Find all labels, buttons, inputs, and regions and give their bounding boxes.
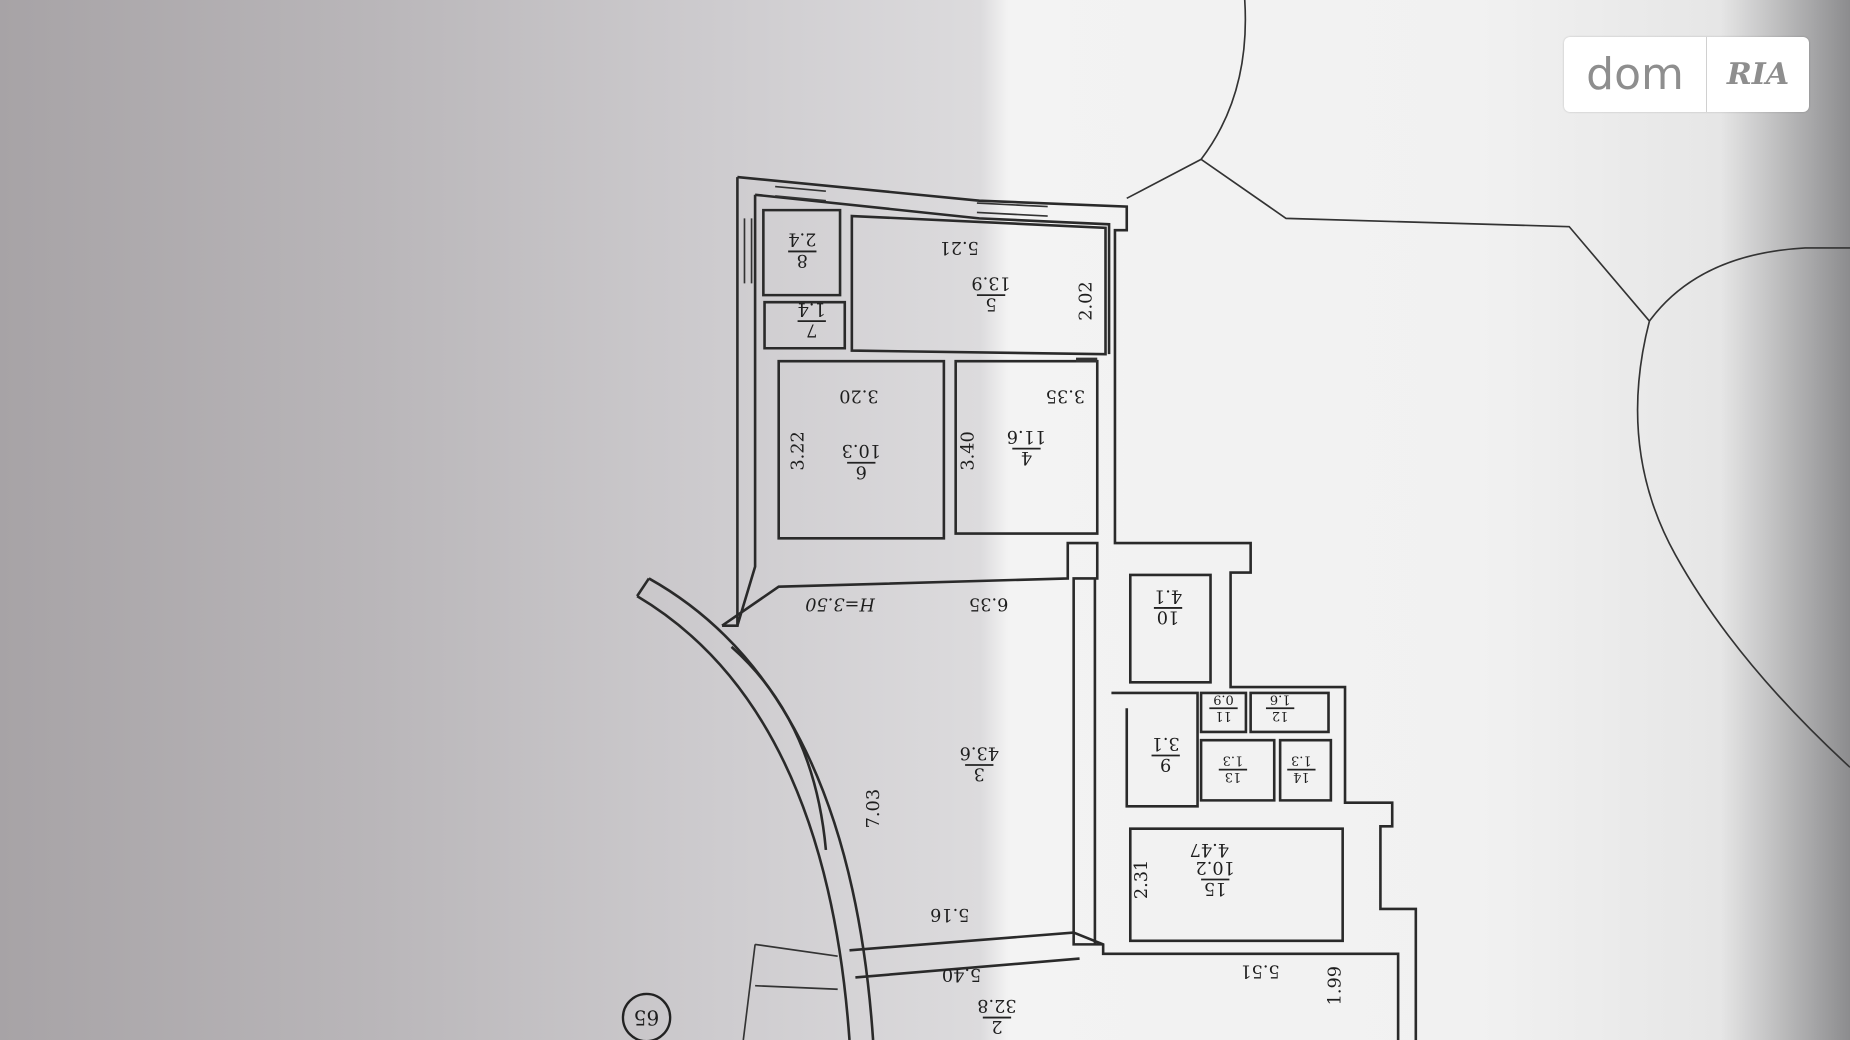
dimension-label: 2.02: [1076, 281, 1096, 320]
dimension-label: 1.99: [1325, 966, 1345, 1005]
dimension-label: 2.31: [1132, 860, 1152, 899]
room-area: 13.9: [971, 272, 1010, 292]
room-number: 7: [806, 320, 817, 340]
dimension-label: 6.35: [969, 594, 1008, 614]
room-area: 32.8: [977, 995, 1016, 1015]
room-number: 9: [1160, 754, 1171, 774]
watermark-ria: RIA: [1726, 57, 1790, 92]
room-label: 110.9: [1209, 691, 1238, 723]
room-area: 2.4: [788, 229, 816, 249]
room-area: 1.3: [1291, 753, 1312, 768]
dimension-label: 5.40: [942, 964, 981, 984]
room-label: 71.4: [797, 298, 826, 340]
dimension-label: 5.21: [940, 237, 979, 257]
windows: [743, 185, 1098, 363]
room-label: 131.3: [1218, 753, 1248, 784]
room-area: 0.9: [1213, 691, 1234, 706]
dimension-label: 3.35: [1046, 386, 1085, 406]
dimension-label: 3.22: [788, 431, 808, 470]
walls: [721, 175, 1418, 1040]
room-number: 12: [1272, 708, 1289, 723]
room-label: 610.3: [842, 440, 881, 481]
room-label: 513.9: [971, 272, 1010, 313]
room-label: 93.1: [1151, 733, 1180, 774]
room-area: 1.6: [1270, 691, 1291, 706]
plan-number-badge: 65: [621, 992, 672, 1040]
room-label: 141.3: [1287, 753, 1316, 784]
room-area: 10.2: [1196, 857, 1235, 877]
room-label: 232.8: [977, 995, 1016, 1036]
room-number: 15: [1204, 878, 1227, 898]
room-area: 3.1: [1152, 733, 1180, 753]
watermark-divider: [1706, 37, 1707, 112]
ceiling-height-label: H=3.50: [805, 594, 876, 614]
room-number: 8: [797, 250, 808, 270]
room-number: 6: [856, 461, 867, 481]
room-area: 10.3: [842, 440, 881, 460]
room-number: 14: [1293, 769, 1310, 784]
dimension-label: 3.20: [839, 386, 878, 406]
room-number: 4: [1021, 447, 1032, 467]
room-number: 10: [1157, 606, 1180, 626]
room-number: 3: [974, 763, 985, 783]
watermark-dom: dom: [1586, 49, 1684, 100]
room-number: 2: [991, 1016, 1002, 1036]
curved-balcony-wall: [636, 577, 875, 1040]
room-number: 5: [985, 294, 996, 314]
dimension-label: 5.16: [930, 904, 969, 924]
dimension-label: 4.47: [1190, 839, 1229, 859]
room-area: 1.4: [798, 298, 826, 318]
room-number: 11: [1215, 708, 1232, 723]
dimension-label: 3.40: [958, 431, 978, 470]
room-label: 104.1: [1153, 585, 1183, 626]
room-area: 11.6: [1007, 426, 1046, 446]
plan-number: 65: [634, 1005, 660, 1029]
room-label: 82.4: [788, 229, 817, 270]
room-label: 121.6: [1265, 691, 1295, 723]
room-area: 43.6: [960, 742, 999, 762]
room-area: 4.1: [1154, 585, 1182, 605]
site-outline: [1126, 0, 1850, 768]
room-area: 1.3: [1223, 753, 1244, 768]
room-number: 13: [1225, 769, 1242, 784]
dimension-label: 5.51: [1240, 961, 1279, 981]
room-label: 343.6: [960, 742, 999, 783]
domria-watermark: dom RIA: [1564, 37, 1809, 112]
room-label: 411.6: [1007, 426, 1046, 467]
dimension-label: 7.03: [864, 789, 884, 828]
